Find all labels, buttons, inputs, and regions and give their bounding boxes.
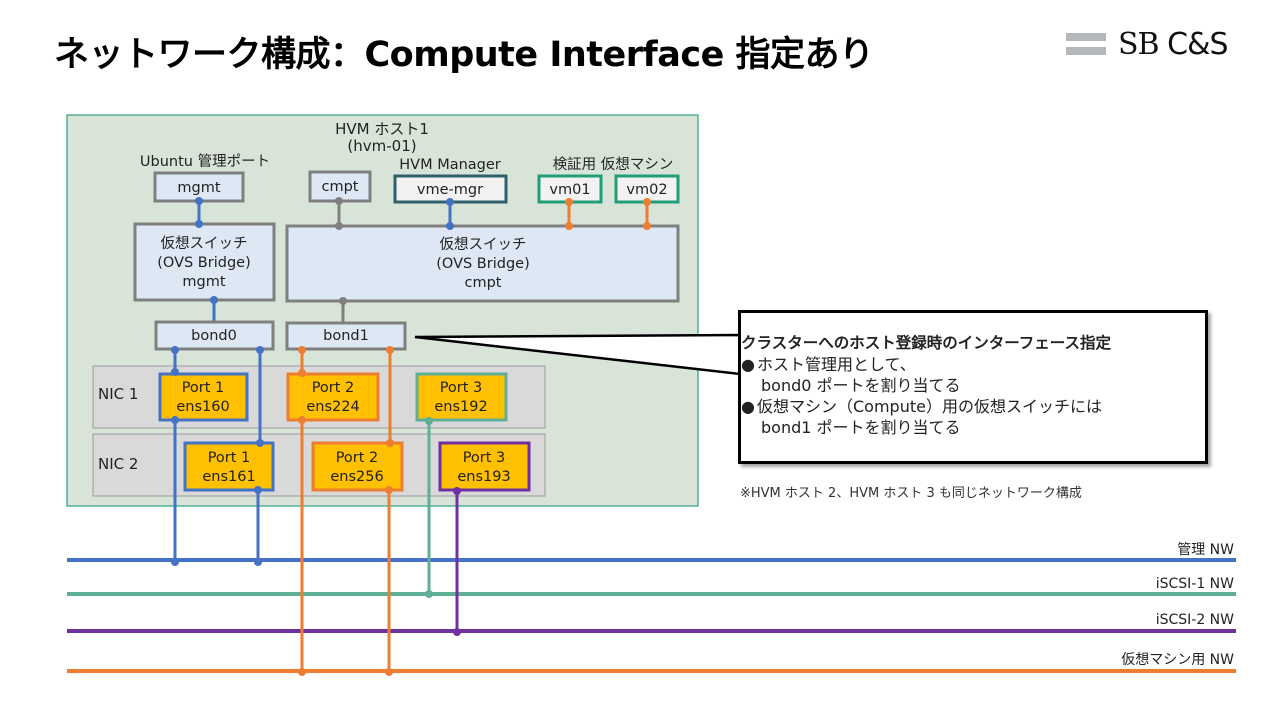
dot: [298, 416, 306, 424]
dot: [565, 222, 573, 230]
dot: [171, 346, 179, 354]
vm02-label: vm02: [626, 182, 667, 198]
nic1-port1-box[interactable]: [158, 372, 249, 422]
vm02-box[interactable]: [614, 174, 680, 204]
nic2-port3-box[interactable]: [438, 441, 531, 492]
bond1-label: bond1: [323, 328, 369, 344]
dot: [425, 417, 433, 425]
host-title: HVM ホスト1: [335, 120, 429, 138]
mgmt-switch-line3: mgmt: [182, 274, 225, 290]
company-logo: SB C&S: [1066, 24, 1229, 64]
nic1-port3-name: Port 3: [440, 380, 483, 396]
callout-item-1: ●ホスト管理用として、: [741, 354, 1205, 375]
nic1-port2-name: Port 2: [312, 380, 355, 396]
vme-mgr-label: vme-mgr: [417, 182, 483, 198]
nic2-port2-dev: ens256: [330, 469, 383, 485]
logo-text: SB C&S: [1118, 26, 1229, 62]
nic2-port3-dev: ens193: [457, 469, 510, 485]
callout-item-1-line2: bond0 ポートを割り当てる: [761, 376, 961, 395]
cmpt-switch-line2: (OVS Bridge): [436, 256, 529, 272]
nic1-port3-dev: ens192: [434, 399, 487, 415]
dot: [195, 197, 203, 205]
nic2-port1-name: Port 1: [208, 450, 251, 466]
callout-heading: クラスターへのホスト登録時のインターフェース指定: [741, 334, 1111, 352]
dot: [256, 439, 264, 447]
dot: [643, 222, 651, 230]
nic2-port2-box[interactable]: [311, 441, 404, 492]
nic2-port2-name: Port 2: [336, 450, 379, 466]
dot: [446, 222, 454, 230]
mgmt-switch-line1: 仮想スイッチ: [161, 235, 248, 252]
nic1-label: NIC 1: [98, 385, 138, 403]
callout-item-2: ●仮想マシン（Compute）用の仮想スイッチには: [741, 396, 1205, 417]
cmpt-switch-line1: 仮想スイッチ: [440, 236, 527, 253]
callout-item-1-line1: ホスト管理用として、: [757, 355, 916, 374]
connectors: [173, 201, 649, 672]
dot: [298, 668, 306, 676]
bullet-icon: ●: [741, 397, 755, 416]
dot: [256, 346, 264, 354]
hvm-manager-label: HVM Manager: [399, 157, 501, 173]
dot: [386, 439, 394, 447]
nic1-port1-dev: ens160: [176, 399, 229, 415]
dot: [446, 198, 454, 206]
logo-text-cs: C&S: [1167, 26, 1228, 62]
nic1-port1-name: Port 1: [182, 380, 225, 396]
dot: [335, 197, 343, 205]
callout-item-2-line2: bond1 ポートを割り当てる: [761, 418, 961, 437]
dot: [171, 558, 179, 566]
callout-item-2-line1: 仮想マシン（Compute）用の仮想スイッチには: [757, 397, 1102, 416]
dot: [210, 296, 218, 304]
logo-bars-icon: [1066, 33, 1106, 55]
bond0-box[interactable]: [154, 320, 275, 351]
dot: [643, 198, 651, 206]
ubuntu-port-label: Ubuntu 管理ポート: [140, 153, 270, 170]
dot: [425, 590, 433, 598]
mgmt-port-label: mgmt: [177, 180, 220, 196]
iscsi1-nw-label: iSCSI-1 NW: [1156, 576, 1234, 592]
nic2-port1-box[interactable]: [183, 441, 275, 492]
nic2-port1-dev: ens161: [202, 469, 255, 485]
dot: [385, 668, 393, 676]
vm-nw-label: 仮想マシン用 NW: [1121, 652, 1234, 668]
nic1-port2-dev: ens224: [306, 399, 359, 415]
dot: [565, 198, 573, 206]
test-vms-label: 検証用 仮想マシン: [553, 156, 674, 173]
dot: [385, 486, 393, 494]
dot: [195, 220, 203, 228]
cmpt-switch-line3: cmpt: [465, 275, 502, 291]
bond1-box[interactable]: [285, 321, 407, 351]
nic1-port3-box[interactable]: [415, 372, 508, 422]
page-title: ネットワーク構成：Compute Interface 指定あり: [54, 35, 874, 75]
vm01-label: vm01: [549, 182, 590, 198]
footnote: ※HVM ホスト 2、HVM ホスト 3 も同じネットワーク構成: [740, 486, 1082, 501]
bond0-label: bond0: [191, 328, 237, 344]
cmpt-switch-box[interactable]: [285, 224, 680, 303]
bullet-icon: ●: [741, 355, 755, 374]
dot: [171, 416, 179, 424]
callout-box: クラスターへのホスト登録時のインターフェース指定 ●ホスト管理用として、 bon…: [738, 310, 1208, 464]
dot: [298, 346, 306, 354]
nic2-label: NIC 2: [98, 455, 138, 473]
mgmt-switch-line2: (OVS Bridge): [157, 255, 250, 271]
host-subtitle: (hvm-01): [347, 137, 416, 155]
cmpt-port-label: cmpt: [322, 179, 359, 195]
nic1-port2-box[interactable]: [286, 372, 380, 422]
dot: [453, 628, 461, 636]
network-lines: [67, 558, 1236, 673]
nic2-port3-name: Port 3: [463, 450, 506, 466]
mgmt-nw-label: 管理 NW: [1177, 542, 1234, 558]
dot: [254, 486, 262, 494]
dot: [171, 368, 179, 376]
dot: [298, 369, 306, 377]
dot: [335, 222, 343, 230]
logo-text-sb: SB: [1118, 26, 1160, 62]
dot: [254, 558, 262, 566]
mgmt-switch-box[interactable]: [133, 222, 276, 302]
dot: [453, 487, 461, 495]
dot: [339, 297, 347, 305]
connection-dots: [171, 197, 651, 676]
iscsi2-nw-label: iSCSI-2 NW: [1156, 612, 1234, 628]
dot: [386, 346, 394, 354]
